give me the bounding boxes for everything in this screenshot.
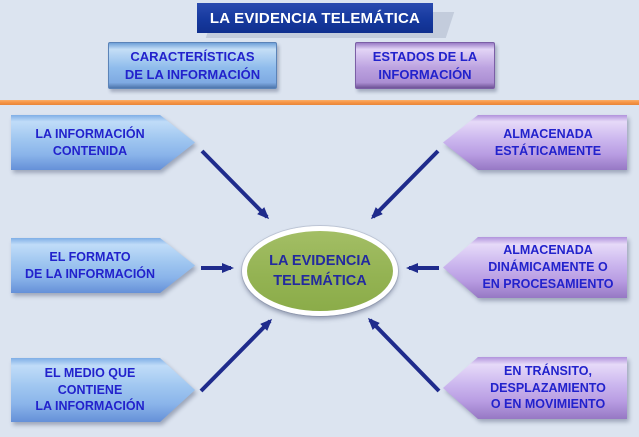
column-header-characteristics: CARACTERÍSTICAS DE LA INFORMACIÓN (108, 42, 277, 89)
characteristic-box-medio: EL MEDIO QUE CONTIENE LA INFORMACIÓN (11, 358, 195, 422)
page-title: LA EVIDENCIA TELEMÁTICA (197, 3, 433, 33)
arrow-top-left (200, 149, 270, 220)
characteristic-box-informacion-contenida: LA INFORMACIÓN CONTENIDA (11, 115, 195, 170)
state-label: EN TRÁNSITO, DESPLAZAMIENTO O EN MOVIMIE… (443, 357, 627, 419)
state-label: ALMACENADA DINÁMICAMENTE O EN PROCESAMIE… (443, 237, 627, 298)
characteristic-label: EL FORMATO DE LA INFORMACIÓN (11, 238, 195, 293)
state-box-en-transito: EN TRÁNSITO, DESPLAZAMIENTO O EN MOVIMIE… (443, 357, 627, 419)
characteristic-label: EL MEDIO QUE CONTIENE LA INFORMACIÓN (11, 358, 195, 422)
column-header-states: ESTADOS DE LA INFORMACIÓN (355, 42, 495, 89)
state-box-almacenada-dinamicamente: ALMACENADA DINÁMICAMENTE O EN PROCESAMIE… (443, 237, 627, 298)
characteristic-box-formato: EL FORMATO DE LA INFORMACIÓN (11, 238, 195, 293)
central-ellipse-evidencia-telematica: LA EVIDENCIA TELEMÁTICA (242, 226, 398, 316)
orange-divider-line (0, 100, 639, 105)
arrow-bottom-right (367, 317, 441, 393)
arrow-bottom-left (199, 318, 273, 393)
arrow-top-right (370, 149, 440, 220)
characteristic-label: LA INFORMACIÓN CONTENIDA (11, 115, 195, 170)
state-box-almacenada-estaticamente: ALMACENADA ESTÁTICAMENTE (443, 115, 627, 170)
state-label: ALMACENADA ESTÁTICAMENTE (443, 115, 627, 170)
